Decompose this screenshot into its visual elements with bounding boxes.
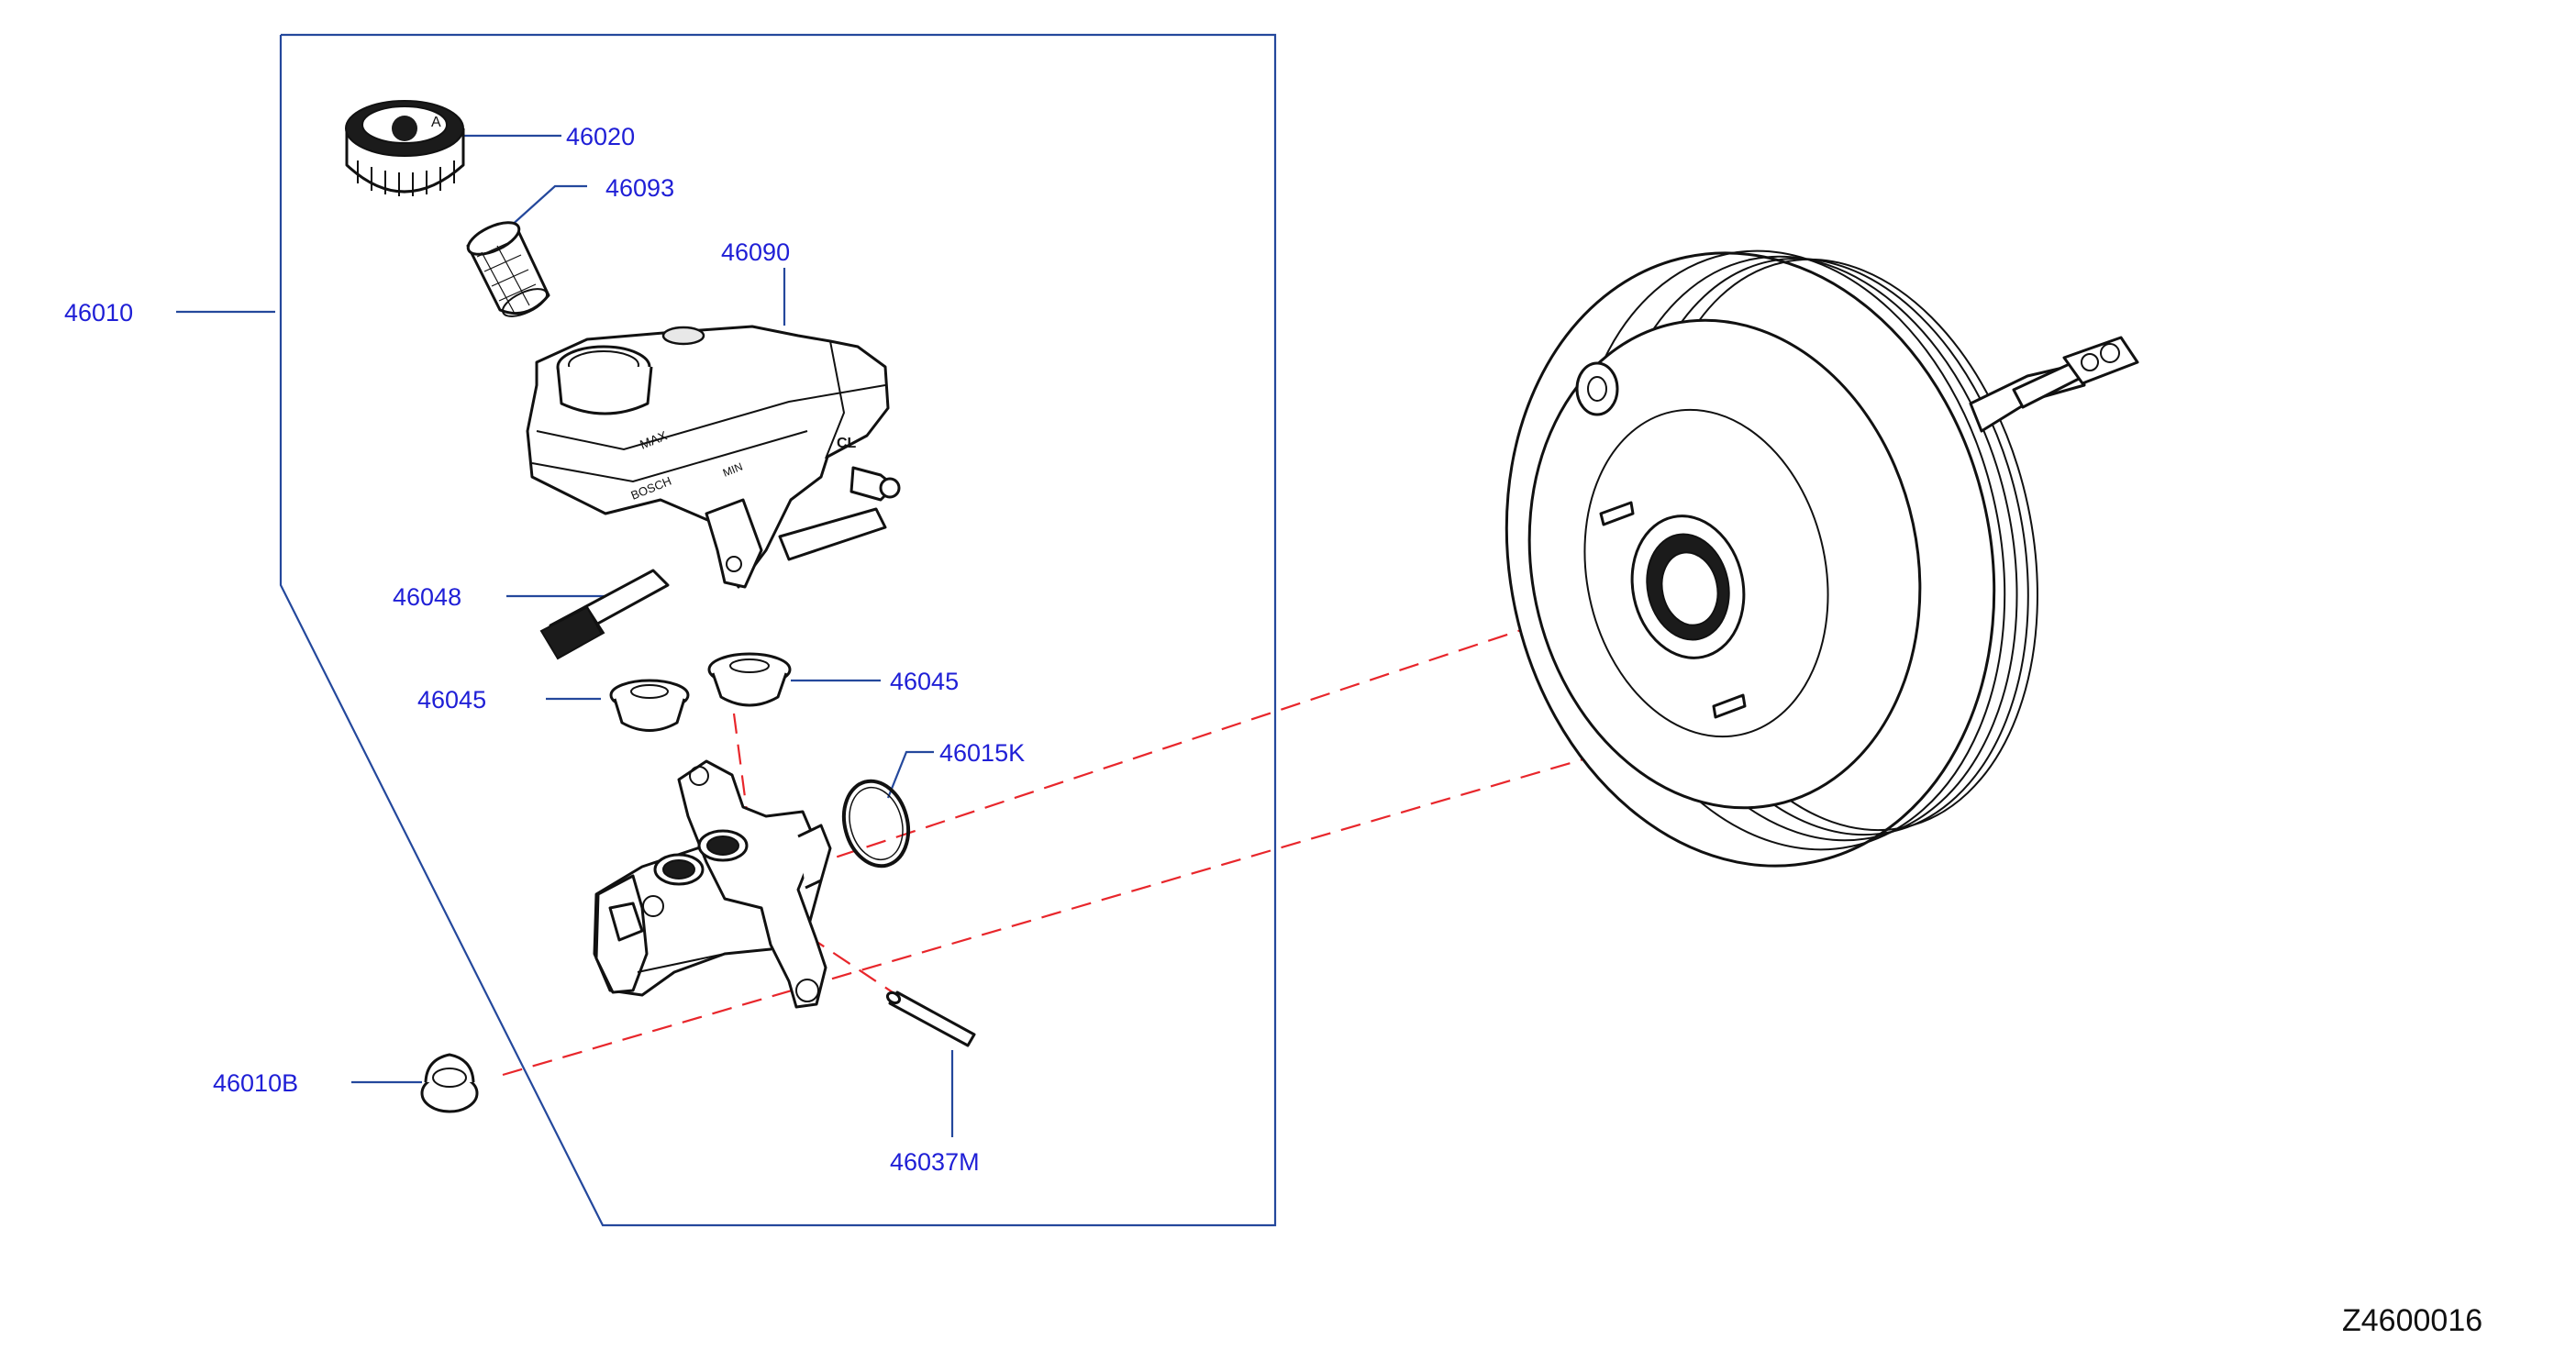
leader-lines: [176, 134, 954, 1137]
brake-booster: [1505, 249, 2139, 868]
drawing-code: Z4600016: [2342, 1303, 2482, 1338]
level-sensor: [539, 569, 670, 660]
master-cylinder: [593, 759, 832, 1009]
cl-mark: CL: [837, 436, 857, 451]
bushing: [420, 1053, 479, 1113]
callout-46045-right: 46045: [890, 668, 959, 695]
reservoir-seal-left: [609, 679, 690, 732]
assembly-group-frame: [279, 33, 1277, 1227]
brake-fluid-reservoir: MAX CL BOSCH MIN: [526, 325, 901, 589]
pin: [885, 990, 976, 1047]
callout-46037M: 46037M: [890, 1148, 980, 1176]
svg-text:A: A: [431, 115, 441, 130]
callout-46010B: 46010B: [213, 1069, 298, 1097]
callout-46015K: 46015K: [939, 739, 1025, 767]
strainer: [466, 221, 550, 317]
callout-46090: 46090: [721, 238, 790, 266]
callout-46045-left: 46045: [417, 686, 486, 714]
part-callouts: 46020 46093 46090 46010 46048 46045 4604…: [64, 123, 1025, 1176]
callout-46010: 46010: [64, 299, 133, 326]
reservoir-seal-right: [707, 652, 792, 707]
callout-46020: 46020: [566, 123, 635, 150]
callout-46048: 46048: [393, 583, 461, 611]
o-ring: [841, 779, 911, 869]
reservoir-cap: A: [345, 100, 465, 196]
callout-46093: 46093: [605, 174, 674, 202]
